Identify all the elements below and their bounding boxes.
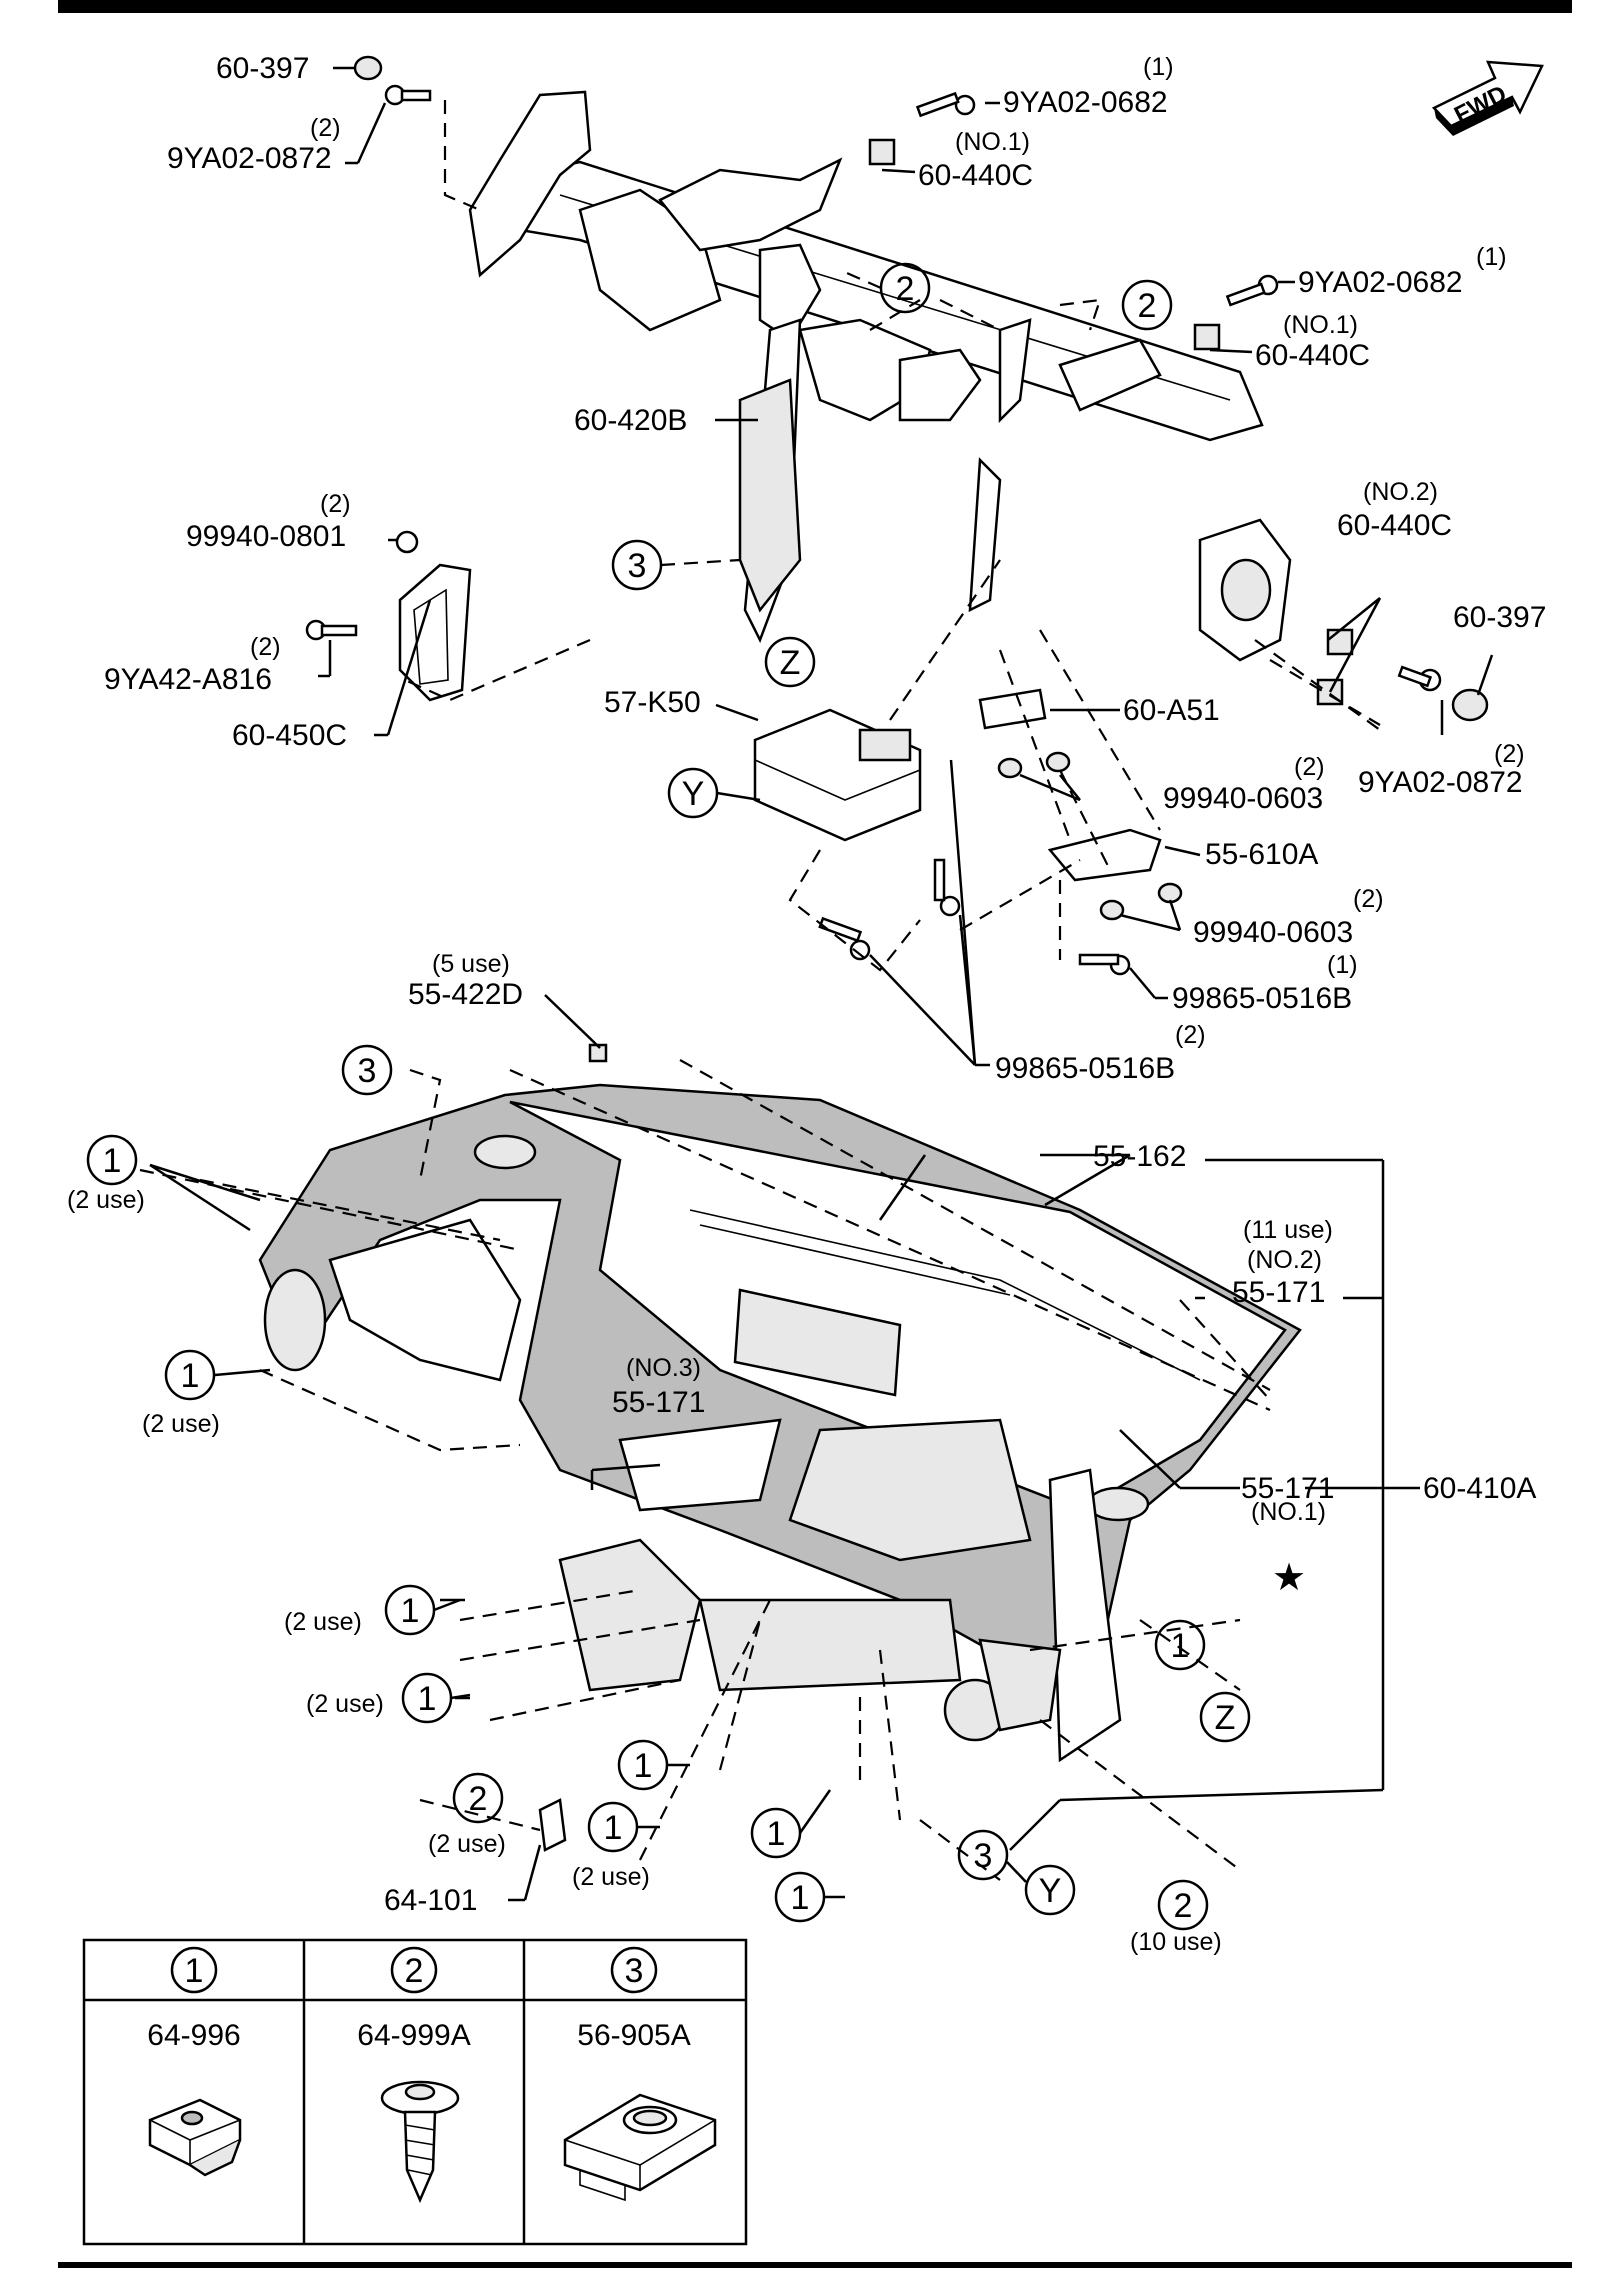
label-55-171-c: 55-171	[1241, 1472, 1334, 1505]
label-55-422D: 55-422D	[408, 978, 523, 1011]
label-2-use-e: (2 use)	[428, 1830, 506, 1858]
label-60-450C: 60-450C	[232, 719, 347, 752]
label-no1-c: (NO.1)	[1251, 1498, 1326, 1526]
callout-labels: 60-397 (2) 9YA02-0872 (1) 9YA02-0682 (NO…	[67, 52, 1546, 1956]
label-55-162: 55-162	[1093, 1140, 1186, 1173]
legend-ref-2: 2	[405, 1952, 424, 1990]
label-qty-2: (2)	[310, 114, 341, 142]
label-no1-b: (NO.1)	[1283, 311, 1358, 339]
ref-1-f: 1	[604, 1809, 623, 1847]
label-60-420B: 60-420B	[574, 404, 687, 437]
label-2-use-c: (2 use)	[284, 1608, 362, 1636]
label-9YA02-0872-right: 9YA02-0872	[1358, 766, 1523, 799]
clip-64-101	[538, 1798, 567, 1852]
label-qty-1b: (1)	[1476, 243, 1507, 271]
ref-1-g: 1	[767, 1815, 786, 1853]
legend-ref-1: 1	[185, 1952, 204, 1990]
label-99940-0603-b: 99940-0603	[1193, 916, 1353, 949]
legend-part-56-905A: 56-905A	[577, 2019, 690, 2052]
legend-ref-3: 3	[625, 1952, 644, 1990]
ref-1-i: 1	[1171, 1627, 1190, 1665]
label-99940-0603-a: 99940-0603	[1163, 782, 1323, 815]
label-60-440C-c: 60-440C	[1337, 509, 1452, 542]
module-57-K50	[753, 708, 922, 842]
label-99940-0801: 99940-0801	[186, 520, 346, 553]
label-55-610A: 55-610A	[1205, 838, 1318, 871]
label-2-use-f: (2 use)	[572, 1863, 650, 1891]
label-60-410A: 60-410A	[1423, 1472, 1536, 1505]
ref-z-b: Z	[1215, 1699, 1236, 1737]
ref-1-h: 1	[791, 1879, 810, 1917]
ref-2-a: 2	[896, 270, 915, 308]
label-60-397-right: 60-397	[1453, 601, 1546, 634]
ref-3-b: 3	[358, 1052, 377, 1090]
label-qty-1: (1)	[1143, 53, 1174, 81]
label-55-171-a: 55-171	[1232, 1276, 1325, 1309]
label-no2-b: (NO.2)	[1247, 1246, 1322, 1274]
label-60-A51: 60-A51	[1123, 694, 1220, 727]
label-no2-a: (NO.2)	[1363, 478, 1438, 506]
label-qty-1c: (1)	[1327, 951, 1358, 979]
label-qty-2g: (2)	[1175, 1021, 1206, 1049]
ref-1-d: 1	[418, 1680, 437, 1718]
ref-y-a: Y	[682, 775, 705, 813]
label-9YA02-0682-a: 9YA02-0682	[1003, 86, 1168, 119]
label-no3: (NO.3)	[626, 1354, 701, 1382]
label-99865-0516B-b: 99865-0516B	[995, 1052, 1175, 1085]
circled-references: 2 2 3 Z Y 3 1 1 1 1 1 1 1 1 1	[86, 262, 1251, 1931]
label-qty-2b: (2)	[320, 490, 351, 518]
label-10-use: (10 use)	[1130, 1928, 1222, 1956]
top-border	[58, 0, 1572, 13]
label-no1-a: (NO.1)	[955, 128, 1030, 156]
label-64-101: 64-101	[384, 1884, 477, 1917]
instrument-panel	[258, 1083, 1302, 1763]
ref-2-b: 2	[1138, 287, 1157, 325]
fwd-arrow-icon: FWD	[1431, 60, 1544, 136]
clip-nut-icon	[148, 2098, 242, 2177]
label-60-397-top: 60-397	[216, 52, 309, 85]
star-marker: ★	[1272, 1557, 1306, 1599]
label-55-171-b: 55-171	[612, 1386, 705, 1419]
label-2-use-b: (2 use)	[142, 1410, 220, 1438]
speed-nut-icon	[563, 2093, 717, 2202]
label-5-use: (5 use)	[432, 950, 510, 978]
label-57-K50: 57-K50	[604, 686, 701, 719]
ref-1-b: 1	[181, 1357, 200, 1395]
ref-3-a: 3	[628, 547, 647, 585]
legend-part-64-996: 64-996	[147, 2019, 240, 2052]
ref-1-a: 1	[103, 1142, 122, 1180]
label-9YA42-A816: 9YA42-A816	[104, 663, 272, 696]
label-qty-2e: (2)	[1494, 740, 1525, 768]
ref-3-c: 3	[974, 1837, 993, 1875]
steering-member	[468, 90, 1292, 662]
label-99865-0516B-a: 99865-0516B	[1172, 982, 1352, 1015]
ref-1-e: 1	[634, 1747, 653, 1785]
ref-y-b: Y	[1039, 1872, 1062, 1910]
leader-lines	[139, 100, 1381, 1881]
label-2-use-a: (2 use)	[67, 1186, 145, 1214]
screw-icon	[380, 2080, 460, 2204]
bracket-55-610A	[1047, 828, 1183, 921]
label-qty-2d: (2)	[1294, 753, 1325, 781]
legend-part-64-999A: 64-999A	[357, 2019, 470, 2052]
legend-table: 1 2 3 64-996 64-999A 56-905A	[82, 1938, 748, 2246]
ref-1-c: 1	[401, 1592, 420, 1630]
ref-2-c: 2	[469, 1780, 488, 1818]
ref-2-d: 2	[1174, 1887, 1193, 1925]
bottom-border	[58, 2262, 1572, 2268]
label-11-use: (11 use)	[1243, 1216, 1333, 1244]
label-9YA02-0682-b: 9YA02-0682	[1298, 266, 1463, 299]
bracket-60-A51	[978, 688, 1071, 779]
label-qty-2f: (2)	[1353, 885, 1384, 913]
solid-leaders	[149, 66, 1494, 1902]
ref-z-a: Z	[780, 644, 801, 682]
label-2-use-d: (2 use)	[306, 1690, 384, 1718]
label-qty-2c: (2)	[250, 633, 281, 661]
label-60-440C-b: 60-440C	[1255, 339, 1370, 372]
label-60-440C-a: 60-440C	[918, 159, 1033, 192]
label-9YA02-0872-top: 9YA02-0872	[167, 142, 332, 175]
fasteners-upper	[305, 55, 1489, 1305]
bracket-60-450C	[398, 563, 472, 702]
